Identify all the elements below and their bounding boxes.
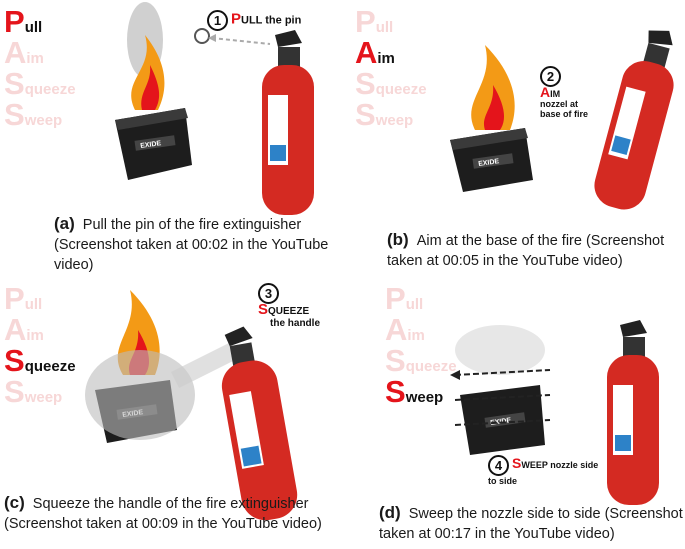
pass-mnemonic: Pull Aim Squeeze Sweep: [385, 281, 457, 409]
battery-fire-illustration: EXIDE: [85, 290, 240, 443]
fire-extinguisher: [594, 30, 674, 210]
battery-fire-illustration: EXIDE: [450, 45, 533, 192]
panel-c: Pull Aim Squeeze Sweep EXIDE 3 SQUEEZE t…: [0, 275, 340, 549]
step-2-label: 2 AIM nozzel at base of fire: [540, 66, 600, 119]
battery-brand-label: EXIDE: [140, 140, 162, 150]
fire-extinguisher: [221, 326, 298, 521]
caption-d: (d)Sweep the nozzle side to side (Screen…: [379, 503, 683, 542]
pass-mnemonic: Pull Aim Squeeze Sweep: [4, 4, 76, 132]
caption-a: (a)Pull the pin of the fire extinguisher…: [54, 214, 329, 273]
pass-mnemonic: Pull Aim Squeeze Sweep: [4, 281, 76, 409]
caption-b: (b)Aim at the base of the fire (Screensh…: [387, 230, 665, 269]
panel-b: Pull Aim Squeeze Sweep EXIDE 2 AIM nozze…: [345, 0, 685, 270]
caption-c: (c)Squeeze the handle of the fire exting…: [4, 493, 322, 532]
pass-mnemonic: Pull Aim Squeeze Sweep: [355, 4, 427, 132]
battery-fire-illustration: EXIDE: [115, 2, 192, 180]
pull-pin-arrow: [194, 28, 271, 45]
fire-extinguisher: [262, 30, 314, 215]
step-3-label: 3 SQUEEZE the handle: [258, 283, 320, 330]
battery-brand-label: EXIDE: [478, 158, 500, 168]
battery-sweep-illustration: EXIDE: [450, 325, 551, 455]
fire-extinguisher: [607, 320, 659, 505]
